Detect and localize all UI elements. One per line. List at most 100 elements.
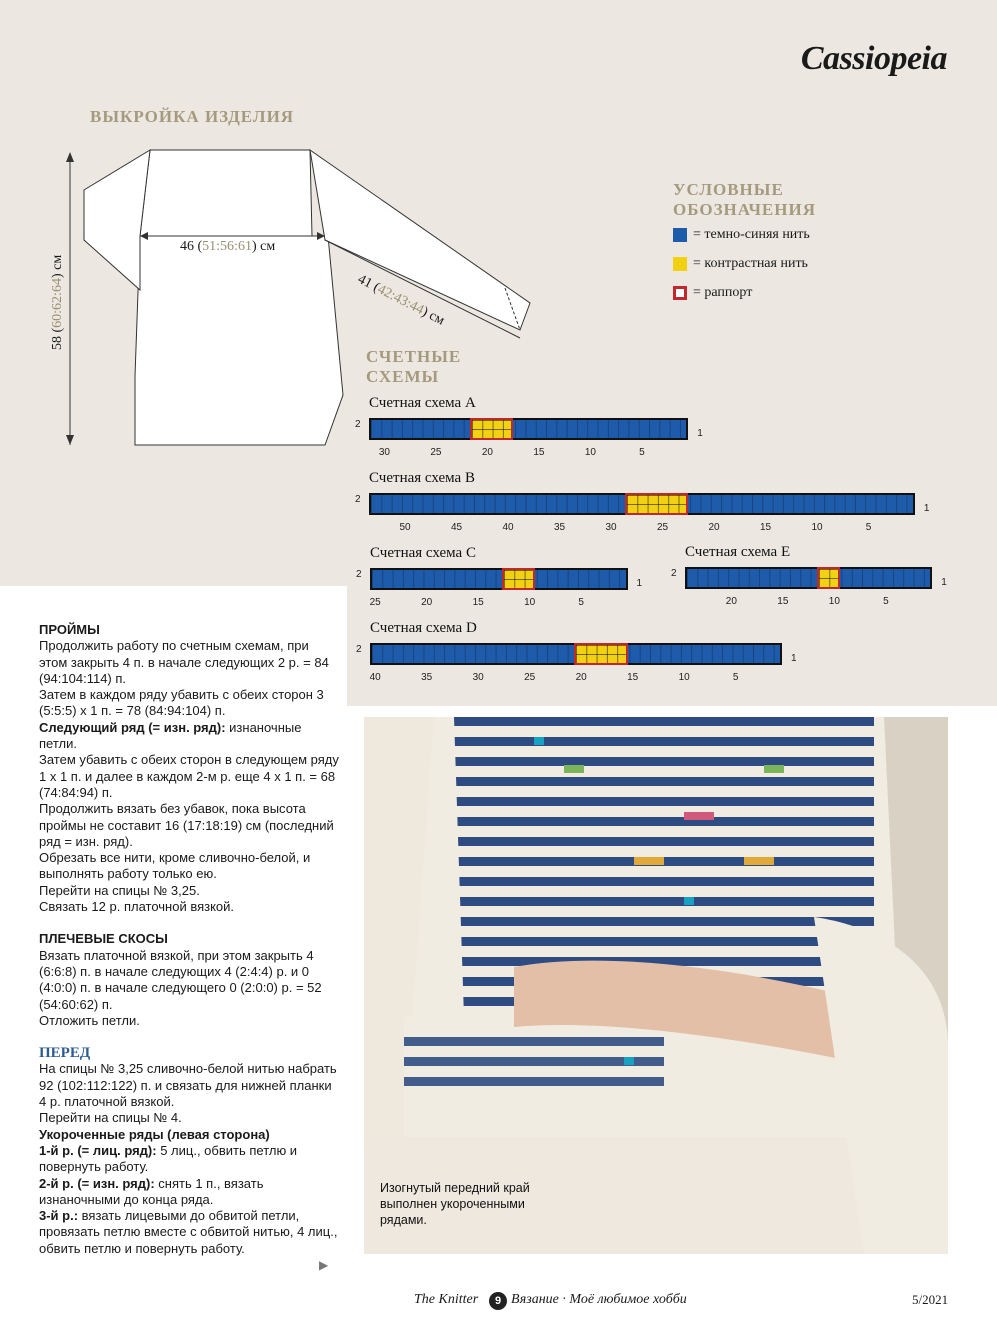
- tick-row: 50 45 40 35 30 25 20 15 10 5: [369, 522, 915, 534]
- repeat-highlight: [501, 568, 535, 590]
- tick-label: 15: [472, 597, 484, 608]
- tick-label: 15: [777, 596, 789, 607]
- paragraph: 2-й р. (= изн. ряд): снять 1 п., вязать …: [39, 1175, 264, 1207]
- photo-caption: Изогнутый передний край выполнен укороче…: [380, 1181, 530, 1227]
- tick-label: 25: [524, 672, 536, 683]
- tick-label: 20: [708, 522, 720, 533]
- tick-label: 30: [605, 522, 617, 533]
- tick-row: 30 25 20 15 10 5: [369, 447, 688, 459]
- tick-label: 10: [524, 597, 536, 608]
- paragraph: Продолжить работу по счетным схемам, при…: [39, 638, 329, 686]
- row-label: 1: [791, 653, 797, 664]
- tick-label: 30: [378, 447, 390, 458]
- row-label: 1: [941, 577, 947, 588]
- paragraph: Перейти на спицы № 4.: [39, 1110, 182, 1126]
- chart-grid: [370, 568, 628, 590]
- tick-label: 5: [578, 597, 584, 608]
- front-title: ПЕРЕД: [39, 1045, 91, 1062]
- paragraph: Перейти на спицы № 3,25.: [39, 882, 200, 898]
- row-label: 2: [355, 419, 361, 430]
- tick-label: 20: [575, 672, 587, 683]
- schematic-heading: ВЫКРОЙКА ИЗДЕЛИЯ: [90, 107, 295, 126]
- tick-label: 20: [481, 447, 493, 458]
- tick-label: 5: [865, 522, 872, 533]
- tick-label: 15: [533, 447, 545, 458]
- paragraph: Затем в каждом ряду убавить с обеих стор…: [39, 687, 324, 719]
- repeat-highlight: [624, 493, 689, 515]
- page-number: 9: [489, 1292, 507, 1310]
- tick-label: 30: [472, 672, 484, 683]
- chart-title: Счетная схема D: [370, 620, 477, 636]
- repeat-highlight: [470, 418, 514, 440]
- tick-label: 10: [811, 522, 823, 533]
- paragraph: Продолжить вязать без убавок, пока высот…: [39, 801, 334, 849]
- tick-label: 35: [553, 522, 566, 533]
- repeat-swatch: [673, 286, 687, 300]
- row-label: 2: [356, 644, 362, 655]
- tick-label: 10: [828, 596, 840, 607]
- tick-label: 25: [656, 522, 669, 533]
- magazine-name: The Knitter: [414, 1292, 479, 1307]
- sweater-schematic: [66, 148, 531, 446]
- tick-row: 20 15 10 5: [685, 596, 932, 608]
- paragraph: Отложить петли.: [39, 1012, 140, 1028]
- armholes-title: ПРОЙМЫ: [39, 622, 100, 637]
- legend-item-contrast: = контрастная нить: [673, 254, 808, 274]
- row-label: 2: [355, 494, 361, 505]
- row-label: 2: [356, 569, 362, 580]
- row-label: 2: [671, 568, 677, 579]
- tick-label: 25: [369, 597, 381, 608]
- paragraph: Укороченные ряды (левая сторона): [39, 1126, 270, 1142]
- page-footer: The Knitter 9 Вязание · Моё любимое хобб…: [0, 1292, 997, 1312]
- height-label: 58 (60:62:64) см: [50, 254, 65, 350]
- tick-label: 10: [584, 447, 596, 458]
- row-label: 1: [697, 428, 703, 439]
- contrast-swatch: [673, 257, 687, 271]
- chart-title: Счетная схема A: [369, 395, 476, 411]
- navy-swatch: [673, 228, 687, 242]
- tick-label: 45: [450, 522, 463, 533]
- legend-item-repeat: = раппорт: [673, 283, 752, 303]
- repeat-highlight: [574, 643, 628, 665]
- paragraph: Следующий ряд (= изн. ряд): изнаночные п…: [39, 719, 302, 752]
- tagline: Вязание · Моё любимое хобби: [511, 1292, 687, 1307]
- chart-title: Счетная схема E: [685, 544, 791, 560]
- continue-arrow-icon: ▶: [319, 1258, 329, 1272]
- brand-title: Cassiopeia: [800, 40, 948, 77]
- chart-grid: [369, 493, 915, 515]
- width-label: 46 (51:56:61) см: [180, 239, 276, 254]
- row-label: 1: [636, 578, 643, 589]
- paragraph: Затем убавить с обеих сторон в следующем…: [39, 752, 339, 800]
- tick-label: 10: [678, 672, 690, 683]
- chart-grid: [369, 418, 689, 440]
- tick-label: 15: [759, 522, 772, 533]
- chart-title: Счетная схема B: [369, 470, 475, 486]
- paragraph: Обрезать все нити, кроме сливочно-белой,…: [39, 850, 311, 882]
- tick-label: 35: [421, 672, 433, 683]
- tick-label: 20: [725, 596, 737, 607]
- paragraph: Вязать платочной вязкой, при этом закрыт…: [39, 947, 322, 1012]
- row-label: 1: [923, 503, 930, 514]
- tick-label: 40: [369, 672, 381, 683]
- issue-number: 5/2021: [912, 1292, 949, 1307]
- paragraph: Связать 12 р. платочной вязкой.: [39, 899, 235, 915]
- sweater-photo-image: [364, 717, 948, 1254]
- tick-label: 5: [639, 447, 645, 458]
- tick-label: 25: [430, 447, 442, 458]
- repeat-highlight: [816, 567, 840, 589]
- tick-label: 50: [399, 522, 411, 533]
- paragraph: На спицы № 3,25 сливочно-белой нитью наб…: [39, 1061, 337, 1110]
- paragraph: 1-й р. (= лиц. ряд): 5 лиц., обвить петл…: [39, 1142, 298, 1175]
- tick-label: 40: [502, 522, 514, 533]
- chart-title: Счетная схема C: [370, 545, 476, 561]
- instructions-column: ПРОЙМЫ Продолжить работу по счетным схем…: [39, 622, 339, 1257]
- shoulders-title: ПЛЕЧЕВЫЕ СКОСЫ: [39, 931, 168, 947]
- tick-label: 5: [883, 596, 889, 607]
- legend-item-navy: = темно-синяя нить: [673, 225, 810, 245]
- sweater-photo: [364, 717, 948, 1254]
- chart-grid: [685, 567, 933, 589]
